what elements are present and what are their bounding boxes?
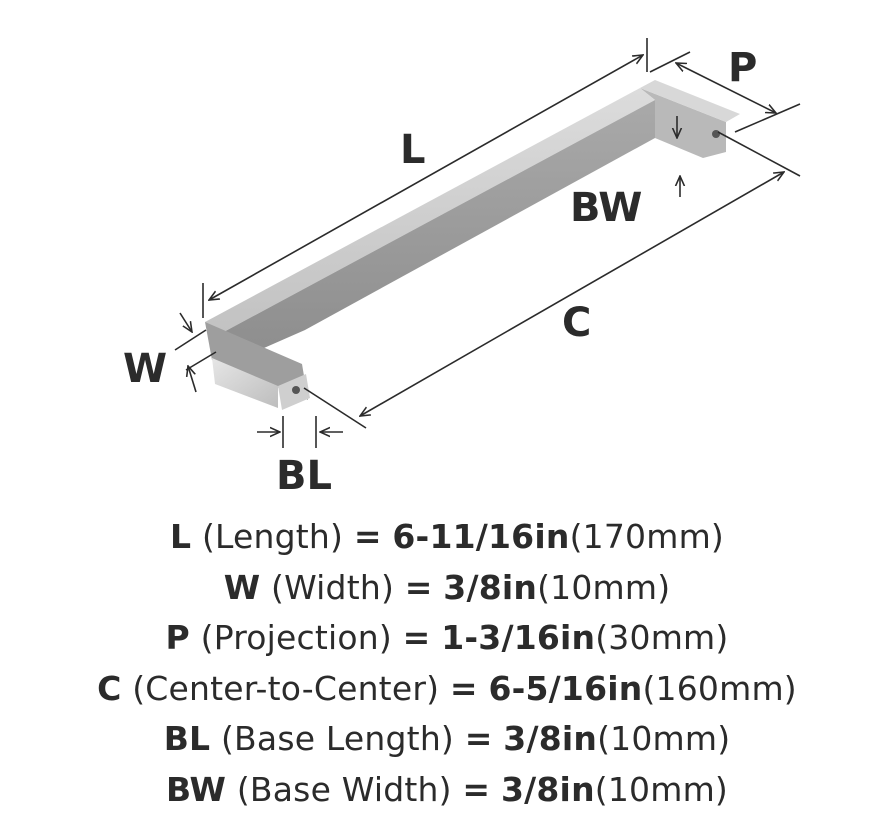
label-P: P bbox=[728, 45, 757, 91]
dimension-lines bbox=[174, 38, 801, 448]
spec-name: (Base Width) bbox=[236, 769, 452, 809]
spec-symbol: C bbox=[97, 668, 122, 708]
spec-equals: = bbox=[353, 517, 382, 556]
spec-equals: = bbox=[404, 567, 433, 607]
spec-mm: (170mm) bbox=[569, 517, 724, 556]
dimension-spec-list: L (Length) = 6-11/16in(170mm) W (Width) … bbox=[0, 512, 894, 815]
label-C: C bbox=[562, 300, 591, 346]
W-arrow-top bbox=[179, 312, 192, 332]
spec-name: (Center-to-Center) bbox=[132, 668, 440, 708]
spec-name: (Width) bbox=[271, 567, 395, 607]
spec-length: L (Length) = 6-11/16in(170mm) bbox=[0, 512, 894, 563]
spec-symbol: BL bbox=[163, 719, 211, 758]
spec-equals: = bbox=[449, 668, 478, 708]
spec-inches: 3/8in bbox=[500, 769, 595, 809]
spec-mm: (30mm) bbox=[595, 618, 729, 657]
W-extension-2 bbox=[185, 351, 217, 371]
spec-name: (Base Length) bbox=[220, 719, 455, 758]
spec-name: (Length) bbox=[201, 517, 344, 556]
label-W: W bbox=[123, 346, 167, 392]
label-BL: BL bbox=[276, 453, 332, 499]
spec-equals: = bbox=[464, 719, 493, 758]
handle-dimension-diagram: L P BW W C BL bbox=[123, 38, 801, 499]
spec-equals: = bbox=[402, 618, 431, 657]
spec-mm: (10mm) bbox=[594, 769, 728, 809]
spec-symbol: BW bbox=[165, 769, 227, 809]
C-extension-left bbox=[303, 387, 367, 429]
P-dimension-line bbox=[676, 63, 776, 113]
spec-mm: (160mm) bbox=[642, 668, 797, 708]
spec-symbol: L bbox=[170, 517, 192, 556]
spec-center-to-center: C (Center-to-Center) = 6-5/16in(160mm) bbox=[0, 664, 894, 715]
label-L: L bbox=[400, 127, 426, 173]
C-dimension-line bbox=[360, 172, 784, 416]
spec-equals: = bbox=[462, 769, 491, 809]
spec-inches: 6-11/16in bbox=[392, 517, 570, 556]
spec-width: W (Width) = 3/8in(10mm) bbox=[0, 563, 894, 614]
spec-base-length: BL (Base Length) = 3/8in(10mm) bbox=[0, 714, 894, 765]
spec-symbol: P bbox=[165, 618, 190, 657]
handle-near-leg-face bbox=[212, 358, 278, 408]
spec-symbol: W bbox=[223, 567, 261, 607]
P-extension-left bbox=[649, 51, 691, 73]
C-extension-right bbox=[717, 131, 801, 177]
spec-mm: (10mm) bbox=[537, 567, 671, 607]
spec-projection: P (Projection) = 1-3/16in(30mm) bbox=[0, 613, 894, 664]
spec-inches: 1-3/16in bbox=[441, 618, 596, 657]
spec-inches: 3/8in bbox=[503, 719, 598, 758]
far-screw-hole bbox=[712, 130, 720, 138]
W-arrow-bottom bbox=[188, 366, 197, 393]
spec-mm: (10mm) bbox=[597, 719, 731, 758]
spec-base-width: BW (Base Width) = 3/8in(10mm) bbox=[0, 765, 894, 816]
spec-inches: 3/8in bbox=[443, 567, 538, 607]
spec-inches: 6-5/16in bbox=[488, 668, 643, 708]
handle-product-image bbox=[205, 80, 740, 410]
handle-far-leg bbox=[640, 88, 726, 158]
label-BW: BW bbox=[570, 185, 642, 231]
spec-name: (Projection) bbox=[200, 618, 392, 657]
P-extension-right bbox=[734, 103, 801, 133]
near-screw-hole bbox=[292, 386, 300, 394]
W-extension bbox=[174, 329, 207, 351]
handle-near-leg-side bbox=[205, 322, 308, 400]
